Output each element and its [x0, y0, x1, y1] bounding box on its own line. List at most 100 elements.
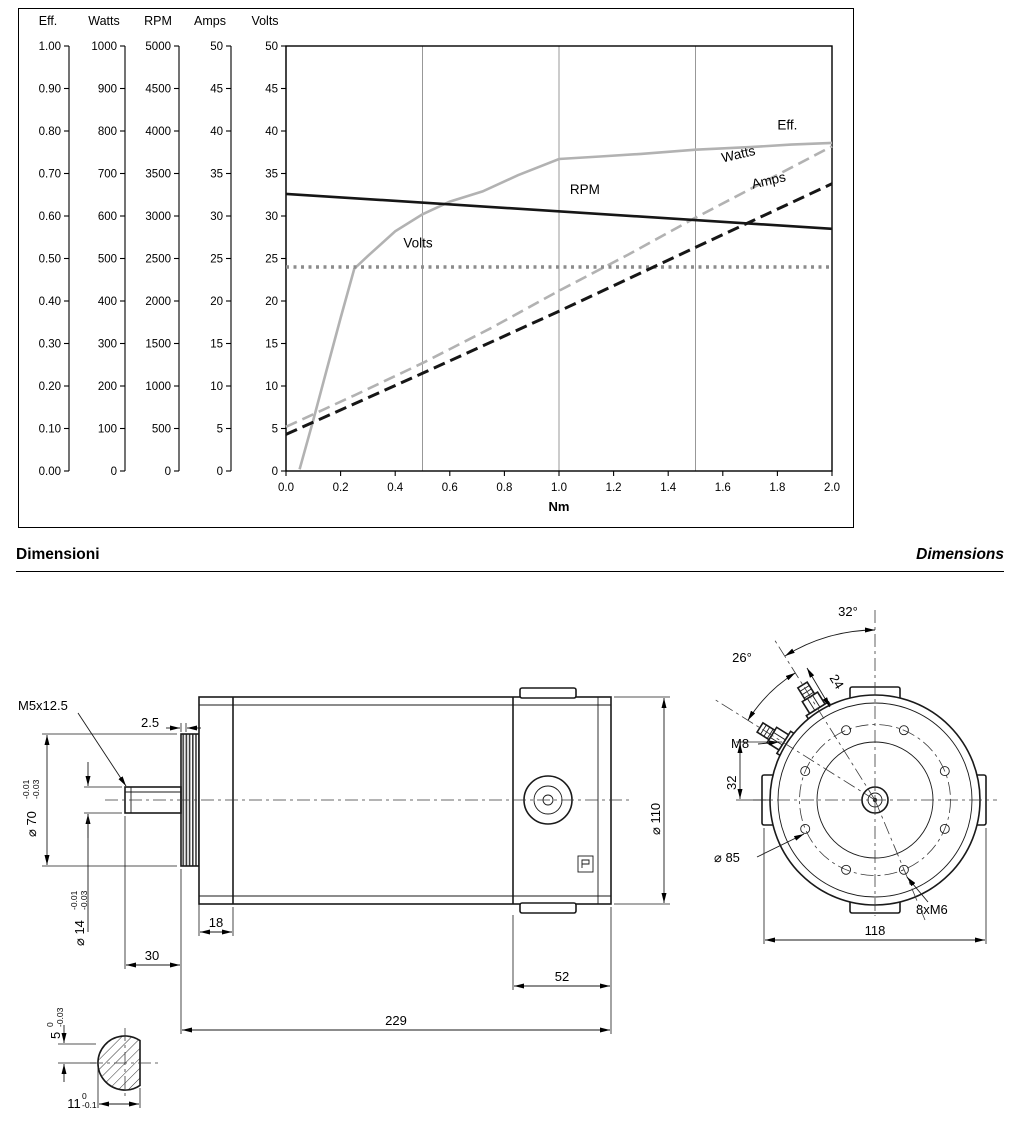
y-tick-label: 800 [98, 126, 117, 138]
dim-118: 118 [865, 923, 886, 938]
m6-hole [841, 725, 852, 736]
svg-text:⌀ 14: ⌀ 14 [72, 920, 87, 946]
svg-text:⌀ 70: ⌀ 70 [24, 811, 39, 837]
y-tick-label: 0.60 [39, 211, 61, 223]
y-tick-label: 0.20 [39, 381, 61, 393]
y-tick-label: 3500 [145, 169, 171, 181]
dim-d110: ⌀ 110 [648, 803, 663, 835]
y-tick-label: 500 [98, 254, 117, 266]
y-tick-label: 20 [210, 296, 223, 308]
y-tick-label: 10 [265, 381, 278, 393]
y-tick-label: 1500 [145, 339, 171, 351]
y-tick-label: 1000 [91, 41, 117, 53]
dim-d14: ⌀ 14 -0.01 -0.03 [69, 890, 89, 946]
y-tick-label: 15 [265, 339, 278, 351]
y-tick-label: 30 [210, 211, 223, 223]
m6-hole [898, 725, 909, 736]
y-tick-label: 5 [217, 424, 223, 436]
performance-chart: Eff.1.000.900.800.700.600.500.400.300.20… [39, 14, 840, 514]
y-axis-title: Volts [251, 14, 278, 28]
series-Watts [285, 145, 833, 428]
svg-text:-0.1: -0.1 [82, 1100, 97, 1110]
y-tick-label: 700 [98, 169, 117, 181]
y-tick-label: 0.10 [39, 424, 61, 436]
y-tick-label: 0.90 [39, 84, 61, 96]
y-tick-label: 300 [98, 339, 117, 351]
series-Amps [285, 182, 833, 436]
y-axis-title: RPM [144, 14, 172, 28]
svg-text:-0.03: -0.03 [79, 890, 89, 910]
svg-text:5: 5 [48, 1032, 63, 1039]
y-tick-label: 5 [272, 424, 278, 436]
dim-angle-26: 26° [732, 650, 752, 665]
y-tick-label: 20 [265, 296, 278, 308]
x-tick-label: 1.6 [715, 482, 731, 494]
series-label-RPM: RPM [570, 182, 600, 197]
svg-text:0: 0 [45, 1022, 55, 1027]
series-label-Amps: Amps [750, 169, 787, 191]
y-tick-label: 40 [265, 126, 278, 138]
x-tick-label: 1.8 [769, 482, 785, 494]
x-tick-label: 2.0 [824, 482, 840, 494]
dim-52: 52 [555, 969, 569, 984]
m6-hole [800, 823, 811, 834]
y-tick-label: 35 [210, 169, 223, 181]
y-tick-label: 100 [98, 424, 117, 436]
dim-angle-32: 32° [838, 604, 858, 619]
dimensions-header: Dimensioni Dimensions [16, 546, 1004, 572]
y-tick-label: 25 [265, 254, 278, 266]
dim-2.5: 2.5 [141, 715, 159, 730]
y-tick-label: 0 [111, 466, 117, 478]
dim-32: 32 [724, 776, 739, 790]
x-tick-label: 0.8 [496, 482, 512, 494]
y-tick-label: 45 [265, 84, 278, 96]
m6-hole [939, 823, 950, 834]
label-mark [577, 855, 594, 873]
x-tick-label: 0.2 [333, 482, 349, 494]
y-tick-label: 0.40 [39, 296, 61, 308]
dimension-drawings: M5x12.5 2.5 ⌀ 70 -0.01 -0.03 ⌀ 14 -0.01 [18, 604, 997, 1111]
dim-18: 18 [209, 915, 223, 930]
dim-229: 229 [385, 1013, 407, 1028]
y-axis-title: Amps [194, 14, 226, 28]
x-axis-title: Nm [549, 499, 570, 514]
end-dimensions: 32° 26° 24 M8 32 ⌀ 85 8xM6 118 [714, 604, 987, 944]
y-axis-title: Watts [88, 14, 119, 28]
y-tick-label: 35 [265, 169, 278, 181]
y-tick-label: 0 [217, 466, 223, 478]
y-tick-label: 1000 [145, 381, 171, 393]
svg-text:-0.01: -0.01 [21, 779, 31, 799]
y-tick-label: 1.00 [39, 41, 61, 53]
y-tick-label: 900 [98, 84, 117, 96]
y-axis-title: Eff. [39, 14, 58, 28]
y-tick-label: 3000 [145, 211, 171, 223]
shaft-section-view: 5 0 -0.03 11 0 -0.1 [45, 1007, 162, 1111]
m6-hole [898, 864, 909, 875]
y-tick-label: 2500 [145, 254, 171, 266]
y-tick-label: 200 [98, 381, 117, 393]
x-tick-label: 1.4 [660, 482, 677, 494]
svg-text:⌀ 110: ⌀ 110 [648, 803, 663, 835]
dim-5: 5 0 -0.03 [45, 1007, 65, 1039]
y-tick-label: 15 [210, 339, 223, 351]
series-label-Eff: Eff. [777, 117, 797, 132]
x-tick-label: 0.6 [442, 482, 458, 494]
dim-8xm6: 8xM6 [916, 902, 948, 917]
dim-d70: ⌀ 70 -0.01 -0.03 [21, 779, 41, 837]
mount-lobe-bottom [519, 902, 577, 914]
m6-hole [939, 766, 950, 777]
y-tick-label: 50 [210, 41, 223, 53]
y-tick-label: 600 [98, 211, 117, 223]
series-label-Volts: Volts [403, 235, 433, 250]
x-tick-label: 1.2 [606, 482, 622, 494]
series-Eff [298, 141, 833, 470]
y-tick-label: 2000 [145, 296, 171, 308]
dim-30: 30 [145, 948, 159, 963]
y-tick-label: 400 [98, 296, 117, 308]
m6-hole [841, 864, 852, 875]
svg-text:32: 32 [724, 776, 739, 790]
y-tick-label: 50 [265, 41, 278, 53]
y-tick-label: 40 [210, 126, 223, 138]
motor-side-view [105, 687, 632, 914]
